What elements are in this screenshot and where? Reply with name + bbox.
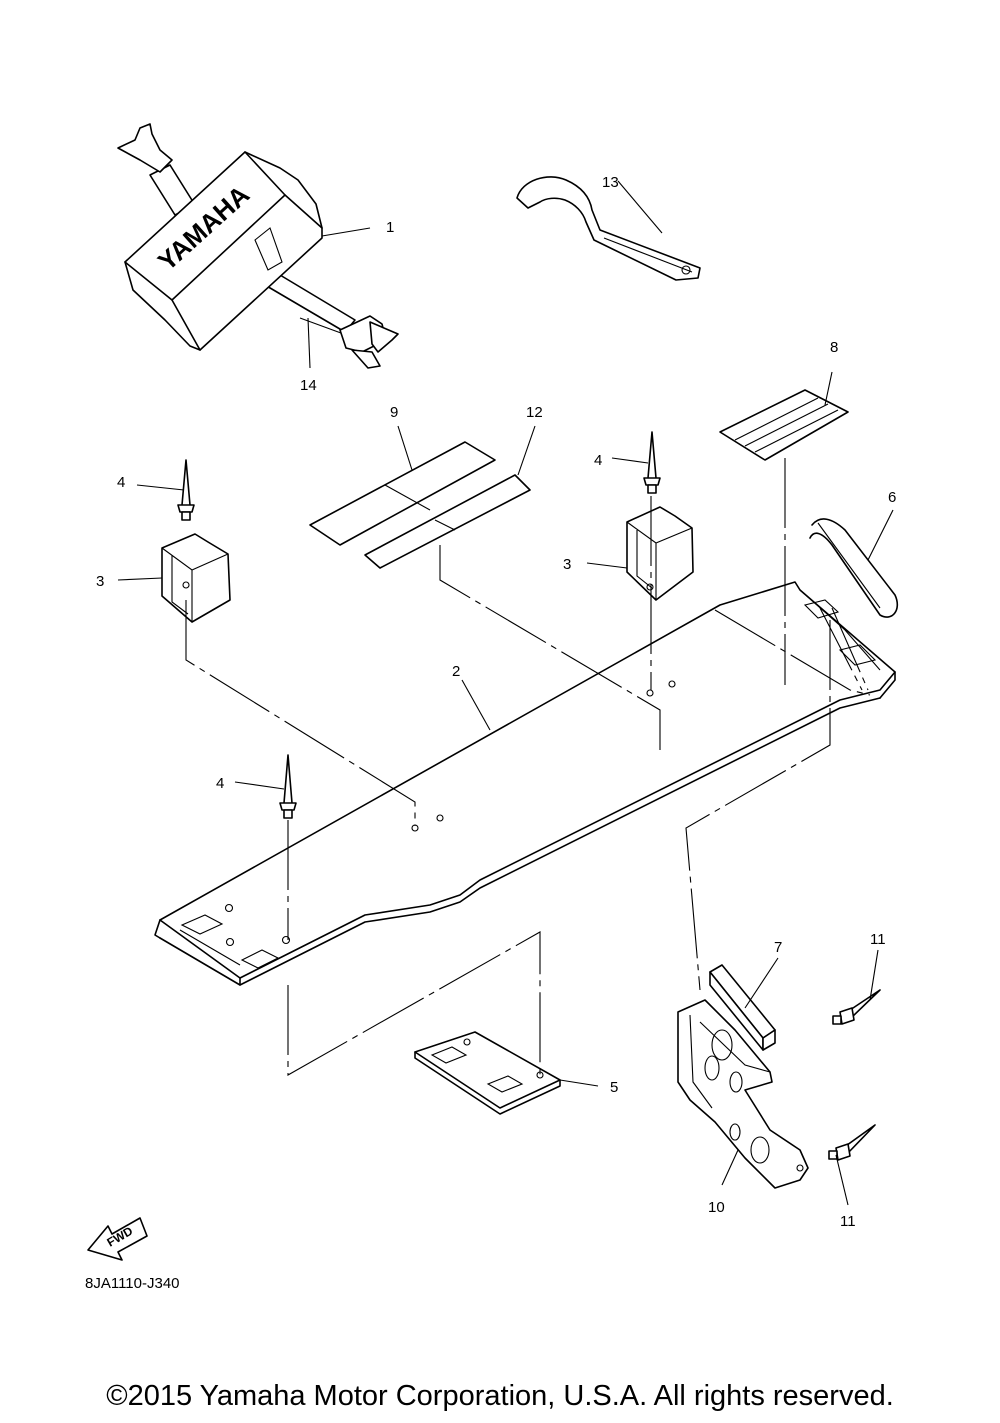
callout-8: 8	[830, 339, 838, 356]
grip-pad	[719, 389, 849, 461]
rivet-pin-3	[279, 754, 297, 819]
callout-10: 10	[708, 1199, 725, 1216]
bracket	[677, 999, 809, 1189]
rivet-pin-1	[177, 459, 195, 521]
decal-12	[364, 474, 531, 569]
rivet-11-lower	[828, 1124, 876, 1161]
callout-13: 13	[602, 174, 619, 191]
hook-spanner-wrench	[516, 176, 701, 281]
callout-4-lower: 4	[216, 775, 224, 792]
clamp-left	[161, 533, 231, 623]
tool-bag: YAMAHA	[117, 123, 399, 369]
callout-3-left: 3	[96, 573, 104, 590]
callout-5: 5	[610, 1079, 618, 1096]
callout-3-right: 3	[563, 556, 571, 573]
clamp-right	[626, 506, 694, 601]
callout-1: 1	[386, 219, 394, 236]
callouts: 1 14 13 2 3 3 4 4 4 5 6 7 8 9 12 10 11 1…	[96, 174, 896, 1230]
main-plate	[154, 581, 896, 986]
fwd-arrow-icon: FWD	[87, 1217, 148, 1261]
callout-7: 7	[774, 939, 782, 956]
pad-block	[709, 964, 776, 1051]
leader-lines	[117, 180, 894, 1206]
decal-9	[309, 441, 496, 546]
callout-11-lower: 11	[840, 1213, 856, 1230]
callout-4-right: 4	[594, 452, 602, 469]
rivet-11-upper	[832, 989, 881, 1025]
figure-code: 8JA1110-J340	[85, 1275, 180, 1292]
callout-14: 14	[300, 377, 317, 394]
wire-clip	[809, 518, 899, 618]
callout-2: 2	[452, 663, 460, 680]
copyright-notice: ©2015 Yamaha Motor Corporation, U.S.A. A…	[106, 1380, 894, 1412]
callout-4-left: 4	[117, 474, 125, 491]
assembly-lines	[185, 458, 871, 1076]
callout-11-upper: 11	[870, 931, 886, 948]
rivet-pin-2	[643, 431, 661, 494]
small-plate	[414, 1031, 561, 1115]
callout-12: 12	[526, 404, 543, 421]
callout-6: 6	[888, 489, 896, 506]
callout-9: 9	[390, 404, 398, 421]
